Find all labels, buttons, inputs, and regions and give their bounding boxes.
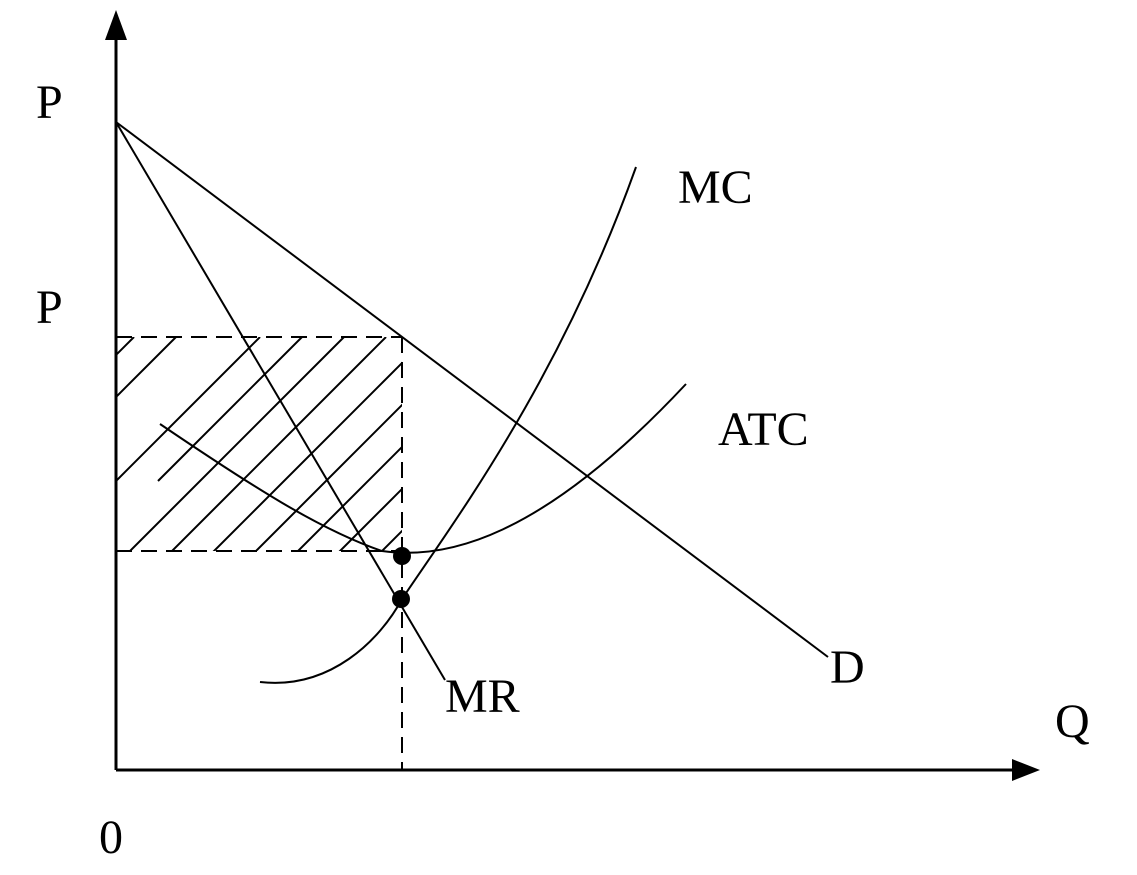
mr-label: MR [445,670,520,723]
profit-area-hatching [116,337,402,551]
demand-label: D [830,641,865,694]
x-axis-arrowhead [1012,759,1040,781]
x-axis-label: Q [1055,695,1090,748]
atc-point [393,547,411,565]
average-total-cost-curve [159,383,687,554]
mc-label: MC [678,161,753,214]
y-axis-arrowhead [105,10,127,40]
price-label: P [36,281,63,334]
demand-curve [115,121,829,658]
mr-mc-intersection-point [392,590,410,608]
marginal-cost-curve [259,166,637,684]
y-axis-label: P [36,76,63,129]
marginal-revenue-curve [115,121,446,681]
atc-label: ATC [718,403,809,456]
origin-label: 0 [99,811,123,864]
